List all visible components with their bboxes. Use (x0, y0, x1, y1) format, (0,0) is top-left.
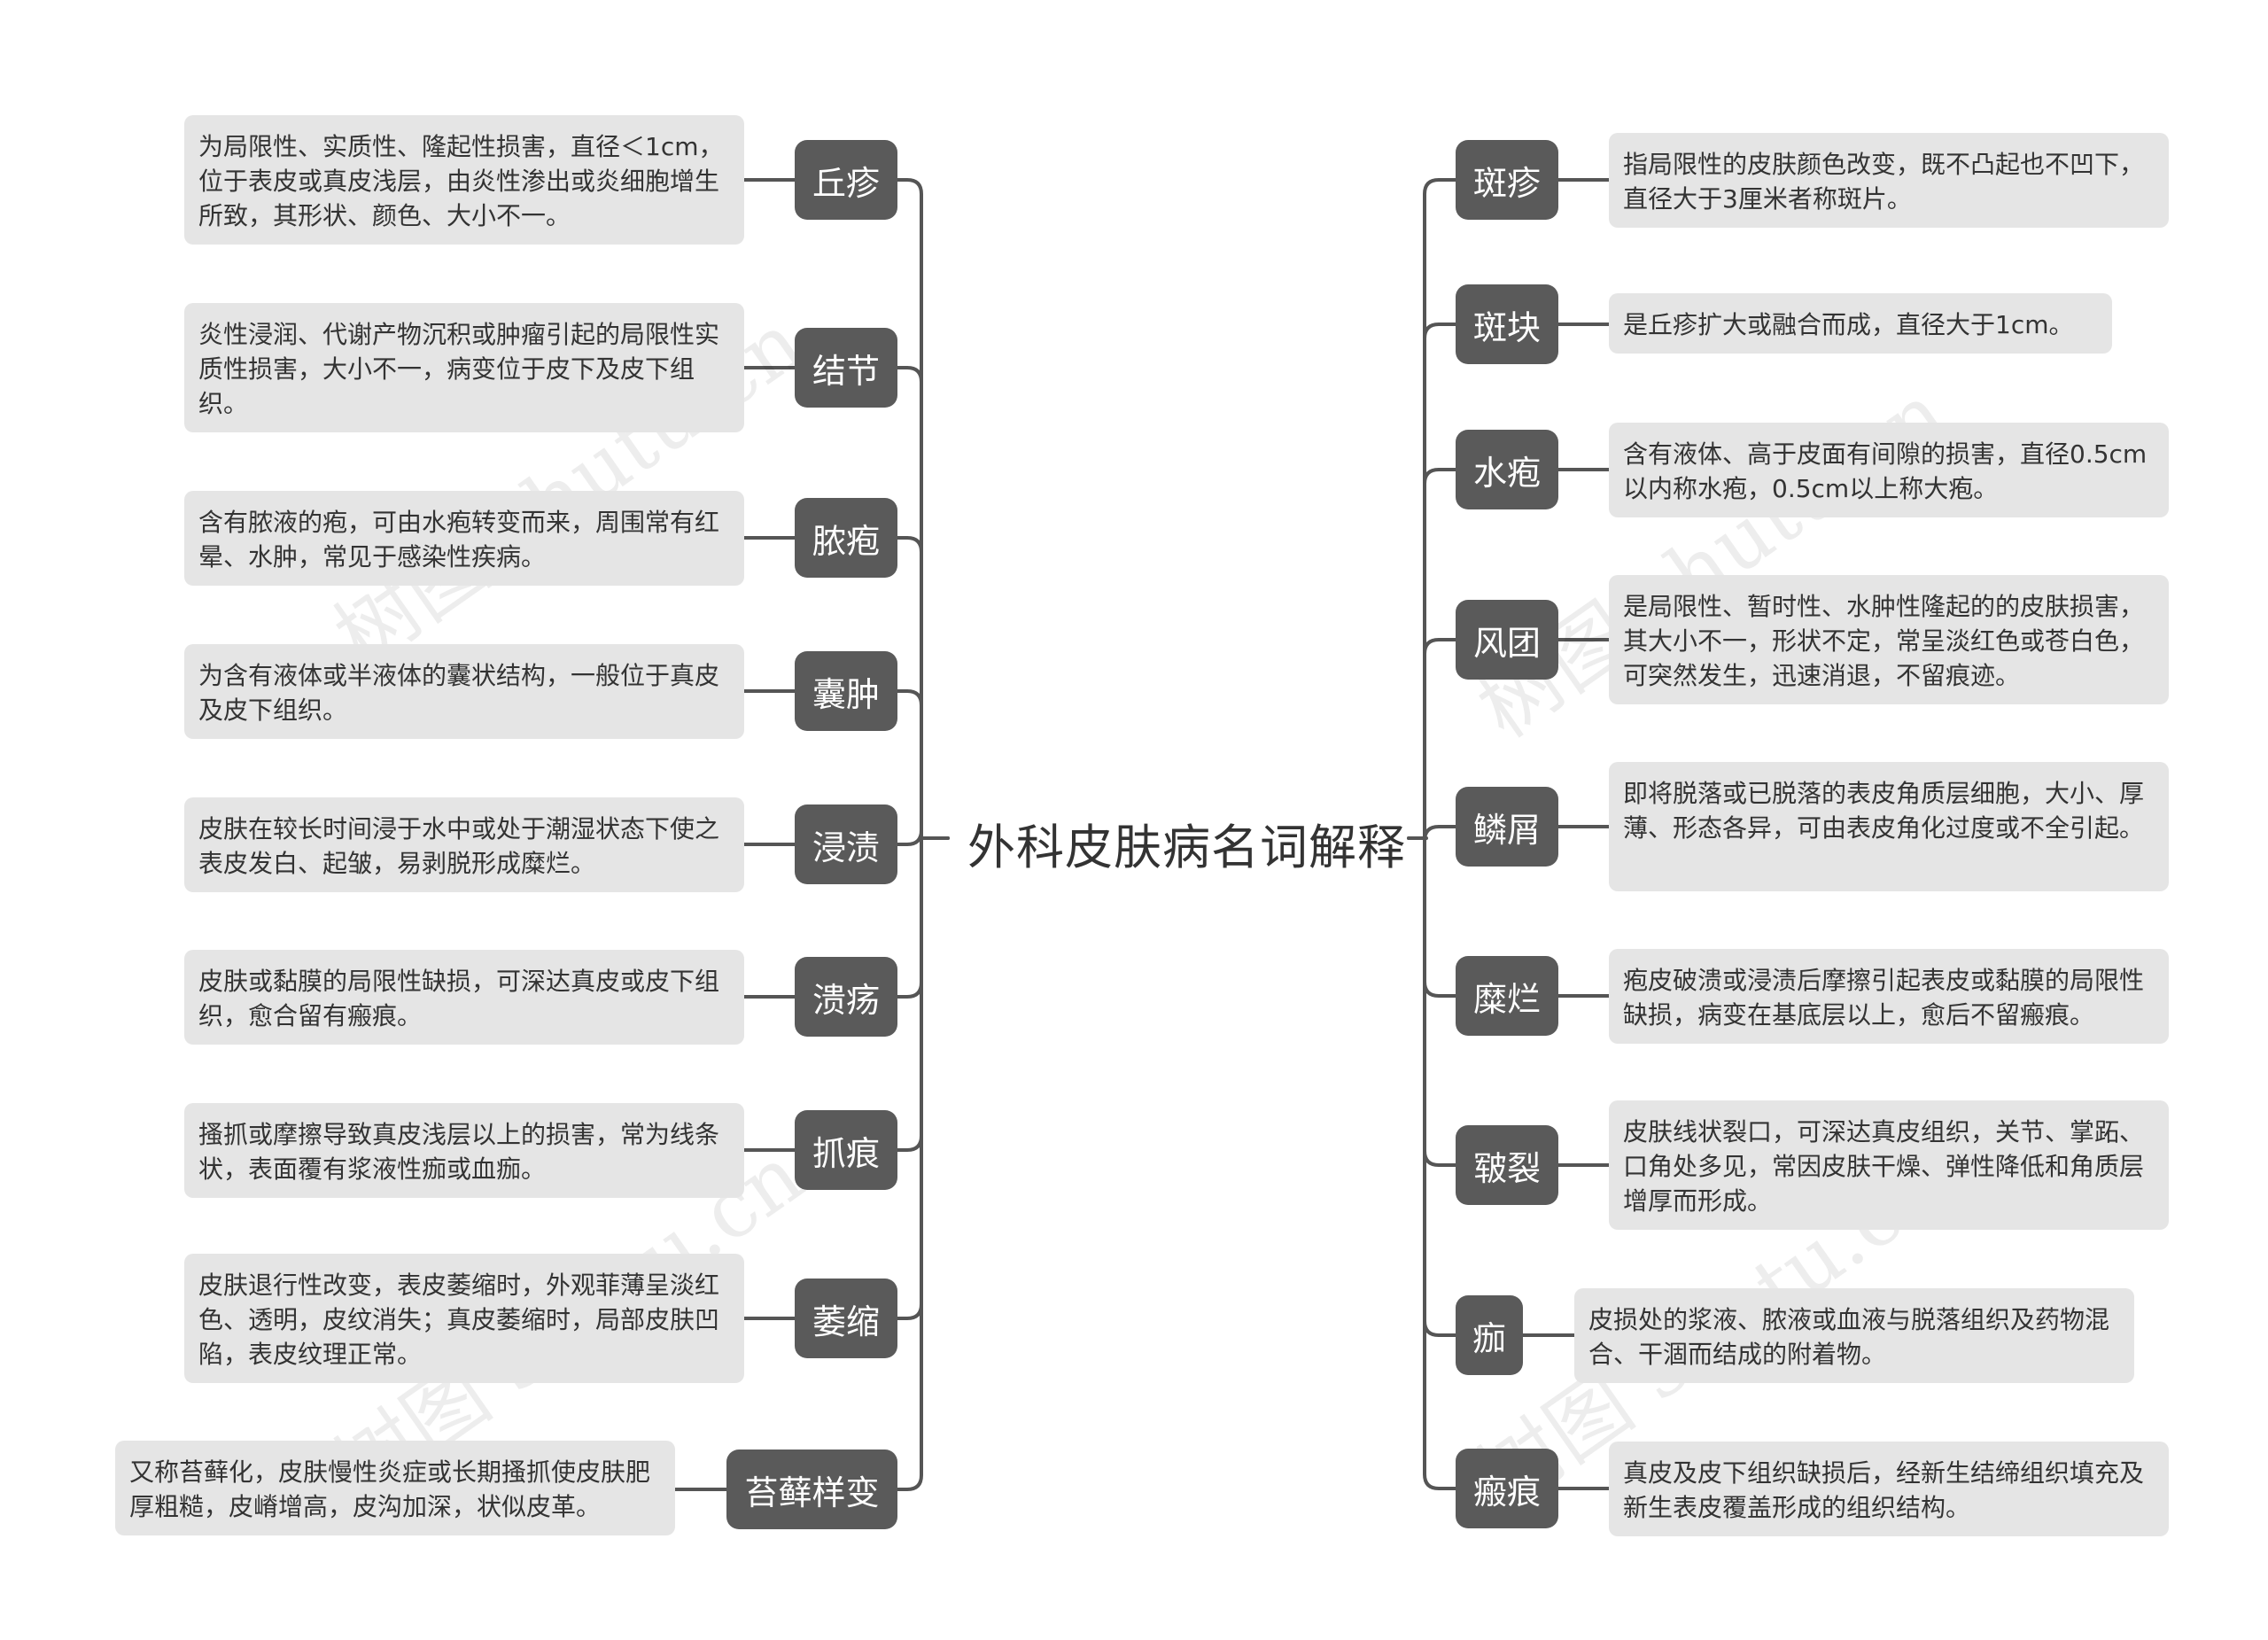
branch-link (1423, 836, 1457, 1167)
definition-box: 是局限性、暂时性、水肿性隆起的的皮肤损害，其大小不一，形状不定，常呈淡红色或苍白… (1609, 575, 2169, 704)
term-node[interactable]: 脓疱 (795, 498, 897, 578)
term-node[interactable]: 抓痕 (795, 1110, 897, 1190)
term-node[interactable]: 瘢痕 (1456, 1449, 1558, 1528)
definition-box: 含有液体、高于皮面有间隙的损害，直径0.5cm以内称水疱，0.5cm以上称大疱。 (1609, 423, 2169, 517)
term-node[interactable]: 苔藓样变 (726, 1450, 897, 1529)
term-node[interactable]: 斑疹 (1456, 140, 1558, 220)
definition-box: 又称苔藓化，皮肤慢性炎症或长期搔抓使皮肤肥厚粗糙，皮嵴增高，皮沟加深，状似皮革。 (115, 1441, 675, 1535)
definition-box: 皮肤退行性改变，表皮萎缩时，外观菲薄呈淡红色、透明，皮纹消失；真皮萎缩时，局部皮… (184, 1254, 744, 1383)
definition-box: 炎性浸润、代谢产物沉积或肿瘤引起的局限性实质性损害，大小不一，病变位于皮下及皮下… (184, 303, 744, 432)
term-node[interactable]: 鳞屑 (1456, 787, 1558, 867)
definition-box: 皮肤在较长时间浸于水中或处于潮湿状态下使之表皮发白、起皱，易剥脱形成糜烂。 (184, 797, 744, 892)
term-node[interactable]: 痂 (1456, 1295, 1523, 1375)
term-node[interactable]: 萎缩 (795, 1279, 897, 1358)
definition-box: 真皮及皮下组织缺损后，经新生结缔组织填充及新生表皮覆盖形成的组织结构。 (1609, 1442, 2169, 1536)
definition-box: 为局限性、实质性、隆起性损害，直径＜1cm，位于表皮或真皮浅层，由炎性渗出或炎细… (184, 115, 744, 245)
branch-link (896, 829, 923, 846)
branch-link (896, 836, 923, 1491)
definition-box: 为含有液体或半液体的囊状结构，一般位于真皮及皮下组织。 (184, 644, 744, 739)
definition-box: 皮肤线状裂口，可深达真皮组织，关节、掌跖、口角处多见，常因皮肤干燥、弹性降低和角… (1609, 1100, 2169, 1230)
branch-link (1423, 836, 1457, 1337)
definition-box: 含有脓液的疱，可由水疱转变而来，周围常有红晕、水肿，常见于感染性疾病。 (184, 491, 744, 586)
term-node[interactable]: 皲裂 (1456, 1125, 1558, 1205)
term-node[interactable]: 结节 (795, 328, 897, 408)
term-node[interactable]: 丘疹 (795, 140, 897, 220)
branch-link (1423, 825, 1457, 842)
branch-link (896, 178, 923, 840)
branch-link (1423, 323, 1457, 840)
definition-box: 指局限性的皮肤颜色改变，既不凸起也不凹下，直径大于3厘米者称斑片。 (1609, 133, 2169, 228)
definition-box: 疱皮破溃或浸渍后摩擦引起表皮或黏膜的局限性缺损，病变在基底层以上，愈后不留瘢痕。 (1609, 949, 2169, 1044)
branch-link (1423, 836, 1457, 1490)
definition-box: 皮损处的浆液、脓液或血液与脱落组织及药物混合、干涸而结成的附着物。 (1574, 1288, 2134, 1383)
term-node[interactable]: 溃疡 (795, 957, 897, 1037)
term-node[interactable]: 糜烂 (1456, 956, 1558, 1036)
term-node[interactable]: 浸渍 (795, 804, 897, 884)
branch-link (1423, 468, 1457, 840)
branch-link (1423, 178, 1457, 840)
definition-box: 是丘疹扩大或融合而成，直径大于1cm。 (1609, 293, 2112, 354)
term-node[interactable]: 囊肿 (795, 651, 897, 731)
branch-link (896, 689, 923, 840)
definition-box: 皮肤或黏膜的局限性缺损，可深达真皮或皮下组织，愈合留有瘢痕。 (184, 950, 744, 1045)
definition-box: 即将脱落或已脱落的表皮角质层细胞，大小、厚薄、形态各异，可由表皮角化过度或不全引… (1609, 762, 2169, 891)
branch-link (896, 836, 923, 999)
branch-link (896, 836, 923, 1320)
branch-link (896, 536, 923, 840)
term-node[interactable]: 风团 (1456, 600, 1558, 680)
branch-link (1423, 836, 1457, 998)
root-topic[interactable]: 外科皮肤病名词解释 (967, 820, 1406, 875)
branch-link (1423, 638, 1457, 840)
definition-box: 搔抓或摩擦导致真皮浅层以上的损害，常为线条状，表面覆有浆液性痂或血痂。 (184, 1103, 744, 1198)
term-node[interactable]: 水疱 (1456, 430, 1558, 509)
term-node[interactable]: 斑块 (1456, 284, 1558, 364)
branch-link (896, 366, 923, 840)
